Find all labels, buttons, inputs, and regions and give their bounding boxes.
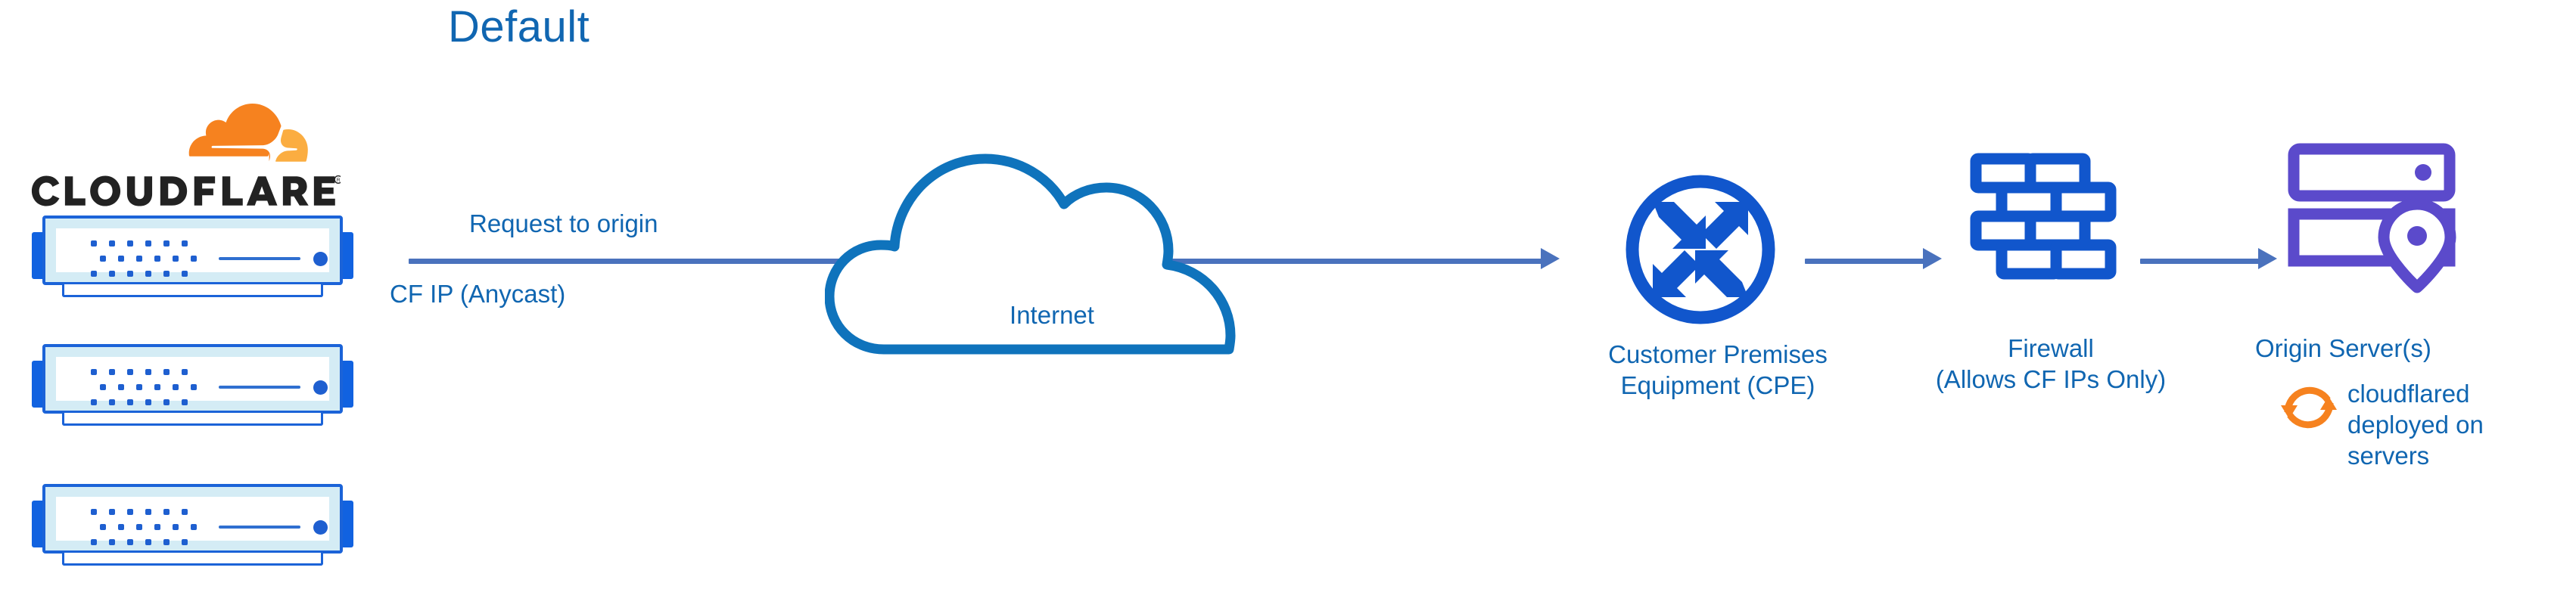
cpe-to-firewall-arrow-head [1923,248,1942,269]
sync-arrows-icon [2281,386,2337,429]
svg-text:R: R [337,178,341,183]
rack-vent-dots [91,509,197,545]
cpe-label-line-1: Customer Premises [1608,340,1828,368]
firewall-label-line-2: (Allows CF IPs Only) [1935,365,2167,393]
brick-wall-icon [1970,153,2117,280]
rack-vent-dots [91,369,197,405]
cloudflare-wordmark: R [31,175,341,206]
rack-base [62,284,323,297]
rack-base [62,413,323,426]
rack-vent-dots [91,240,197,277]
cloudflared-note-line-2: deployed on [2347,411,2484,439]
edge-server-rack-3 [32,484,353,566]
rack-panel [56,228,329,277]
rack-body [42,216,343,285]
edge-server-rack-2 [32,344,353,426]
origin-server-label: Origin Server(s) [2255,333,2558,364]
origin-server-label-line-1: Origin Server(s) [2255,334,2431,362]
page-title: Default [448,2,590,51]
router-icon [1626,175,1775,324]
internet-label: Internet [1010,301,1094,329]
firewall-label-line-1: Firewall [2008,334,2094,362]
cpe-to-firewall-arrow-line [1805,259,1926,264]
rack-panel [56,357,329,405]
cf-ip-line-1: CF IP [390,280,453,308]
cpe-label-line-2: Equipment (CPE) [1620,371,1815,399]
request-to-origin-label: Request to origin [469,209,658,237]
cloudflared-note: cloudflared deployed on servers [2347,378,2544,471]
cloudflared-note-line-1: cloudflared [2347,380,2470,408]
rack-panel [56,497,329,545]
firewall-to-origin-arrow-head [2258,248,2277,269]
cf-ip-caption: CF IP (Anycast) [390,278,565,309]
cpe-label: Customer Premises Equipment (CPE) [1544,339,1892,401]
server-location-icon [2288,143,2456,293]
cloudflare-logo: R [30,102,341,212]
edge-to-cpe-arrow-head [1541,248,1560,269]
cf-ip-line-2: (Anycast) [459,280,566,308]
rack-led-icon [313,380,328,395]
cloudflared-note-line-3: servers [2347,442,2430,470]
firewall-to-origin-arrow-line [2140,259,2261,264]
rack-body [42,344,343,414]
rack-status-line [219,526,300,529]
rack-body [42,484,343,554]
cloud-icon [825,154,1236,355]
rack-status-line [219,257,300,260]
firewall-label: Firewall (Allows CF IPs Only) [1884,333,2217,395]
edge-server-rack-1 [32,216,353,297]
rack-status-line [219,386,300,389]
rack-base [62,553,323,566]
rack-led-icon [313,520,328,535]
rack-led-icon [313,252,328,266]
cloudflare-cloud-mark [188,104,308,162]
